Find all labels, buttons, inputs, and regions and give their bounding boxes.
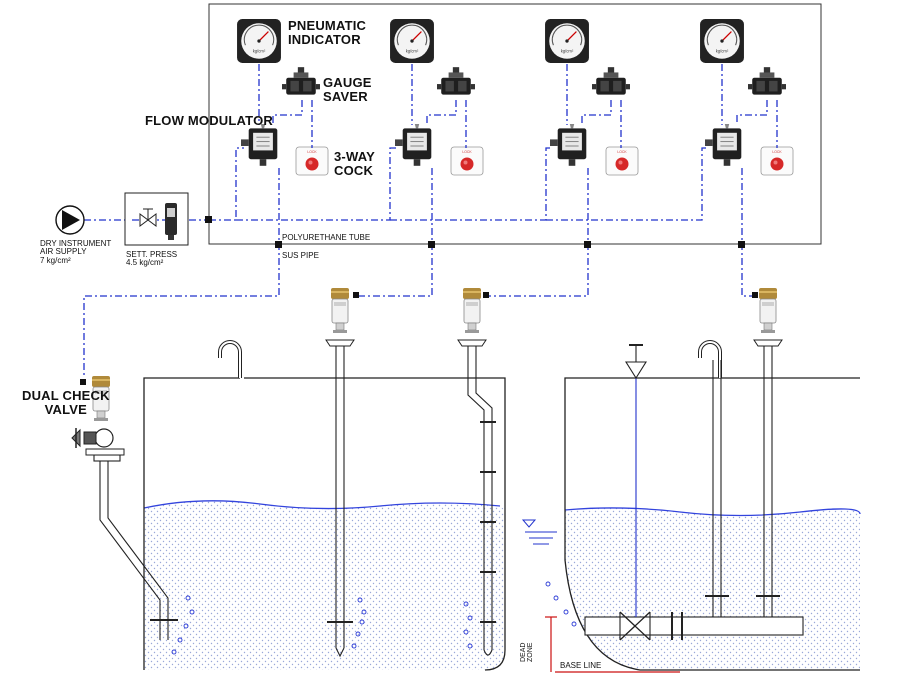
pressure-regulator (124, 192, 189, 246)
pneumatic-indicator-gauge (389, 18, 435, 64)
dual-check-valve-label: DUAL CHECK VALVE (22, 389, 110, 416)
label-line: INDICATOR (288, 31, 361, 47)
gauge-saver (592, 67, 630, 95)
air-supply-source (55, 205, 85, 235)
flow-modulator (550, 124, 587, 167)
pneumatic-indicator-gauge (236, 18, 282, 64)
label-line: ZONE (527, 642, 535, 662)
dead-zone-marker (545, 616, 680, 673)
label-line: AIR SUPPLY (40, 247, 87, 257)
label-line: PNEUMATIC (288, 18, 367, 33)
three-way-cock (295, 146, 329, 176)
label-line: DRY INSTRUMENT (40, 239, 112, 248)
flow-modulator (705, 124, 742, 167)
pneumatic-indicator-gauge (699, 18, 745, 64)
label-line: 7 kg/cm² (40, 255, 71, 265)
label-line: SAVER (323, 88, 368, 104)
pipe-flanges (325, 339, 783, 347)
label-line: 3-WAY (334, 149, 375, 164)
gauge-saver (437, 67, 475, 95)
tube-junctions (80, 216, 758, 385)
gauge-saver (282, 67, 320, 95)
base-line-label: BASE LINE (560, 661, 602, 670)
sensor-head-4 (758, 288, 778, 334)
label-line: VALVE (44, 401, 88, 417)
flow-modulator-label: FLOW MODULATOR (145, 113, 273, 128)
dual-check-valve-assembly (71, 428, 125, 456)
control-panel (208, 3, 822, 245)
three-way-cock (450, 146, 484, 176)
sensor-head-2 (330, 288, 350, 334)
sensor-head-3 (462, 288, 482, 334)
sus-pipe-label: SUS PIPE (282, 251, 319, 260)
label-line: DEAD (520, 642, 527, 662)
label-line: COCK (334, 162, 374, 178)
sensor-heads (91, 288, 778, 422)
sett-press-label: SETT. PRESS 4.5 kg/cm² (126, 250, 178, 268)
bubbles (171, 581, 577, 655)
pneumatic-indicator-label: PNEUMATIC INDICATOR (288, 19, 366, 46)
polyurethane-tube-label: POLYURETHANE TUBE (282, 233, 371, 242)
gauge-saver (748, 67, 786, 95)
pneumatic-indicator-gauge (544, 18, 590, 64)
flow-modulator (241, 124, 278, 167)
label-line: GAUGE (323, 75, 372, 90)
three-way-cock (605, 146, 639, 176)
dip-pipes (93, 340, 804, 658)
label-line: 4.5 kg/cm² (126, 258, 164, 268)
label-line: DUAL CHECK (22, 388, 110, 403)
flow-modulator (395, 124, 432, 167)
tank-left (143, 340, 506, 671)
instrument-set-2 (389, 18, 484, 176)
three-way-cock-label: 3-WAY COCK (334, 150, 375, 177)
air-supply-label: DRY INSTRUMENT AIR SUPPLY 7 kg/cm² (40, 239, 112, 265)
pneumatic-tubing (83, 64, 778, 378)
dead-zone-label: DEAD ZONE (520, 643, 535, 662)
instrument-set-3 (544, 18, 639, 176)
label-line: SETT. PRESS (126, 250, 178, 259)
three-way-cock (760, 146, 794, 176)
instrument-set-4 (699, 18, 794, 176)
gauge-saver-label: GAUGE SAVER (323, 76, 372, 103)
